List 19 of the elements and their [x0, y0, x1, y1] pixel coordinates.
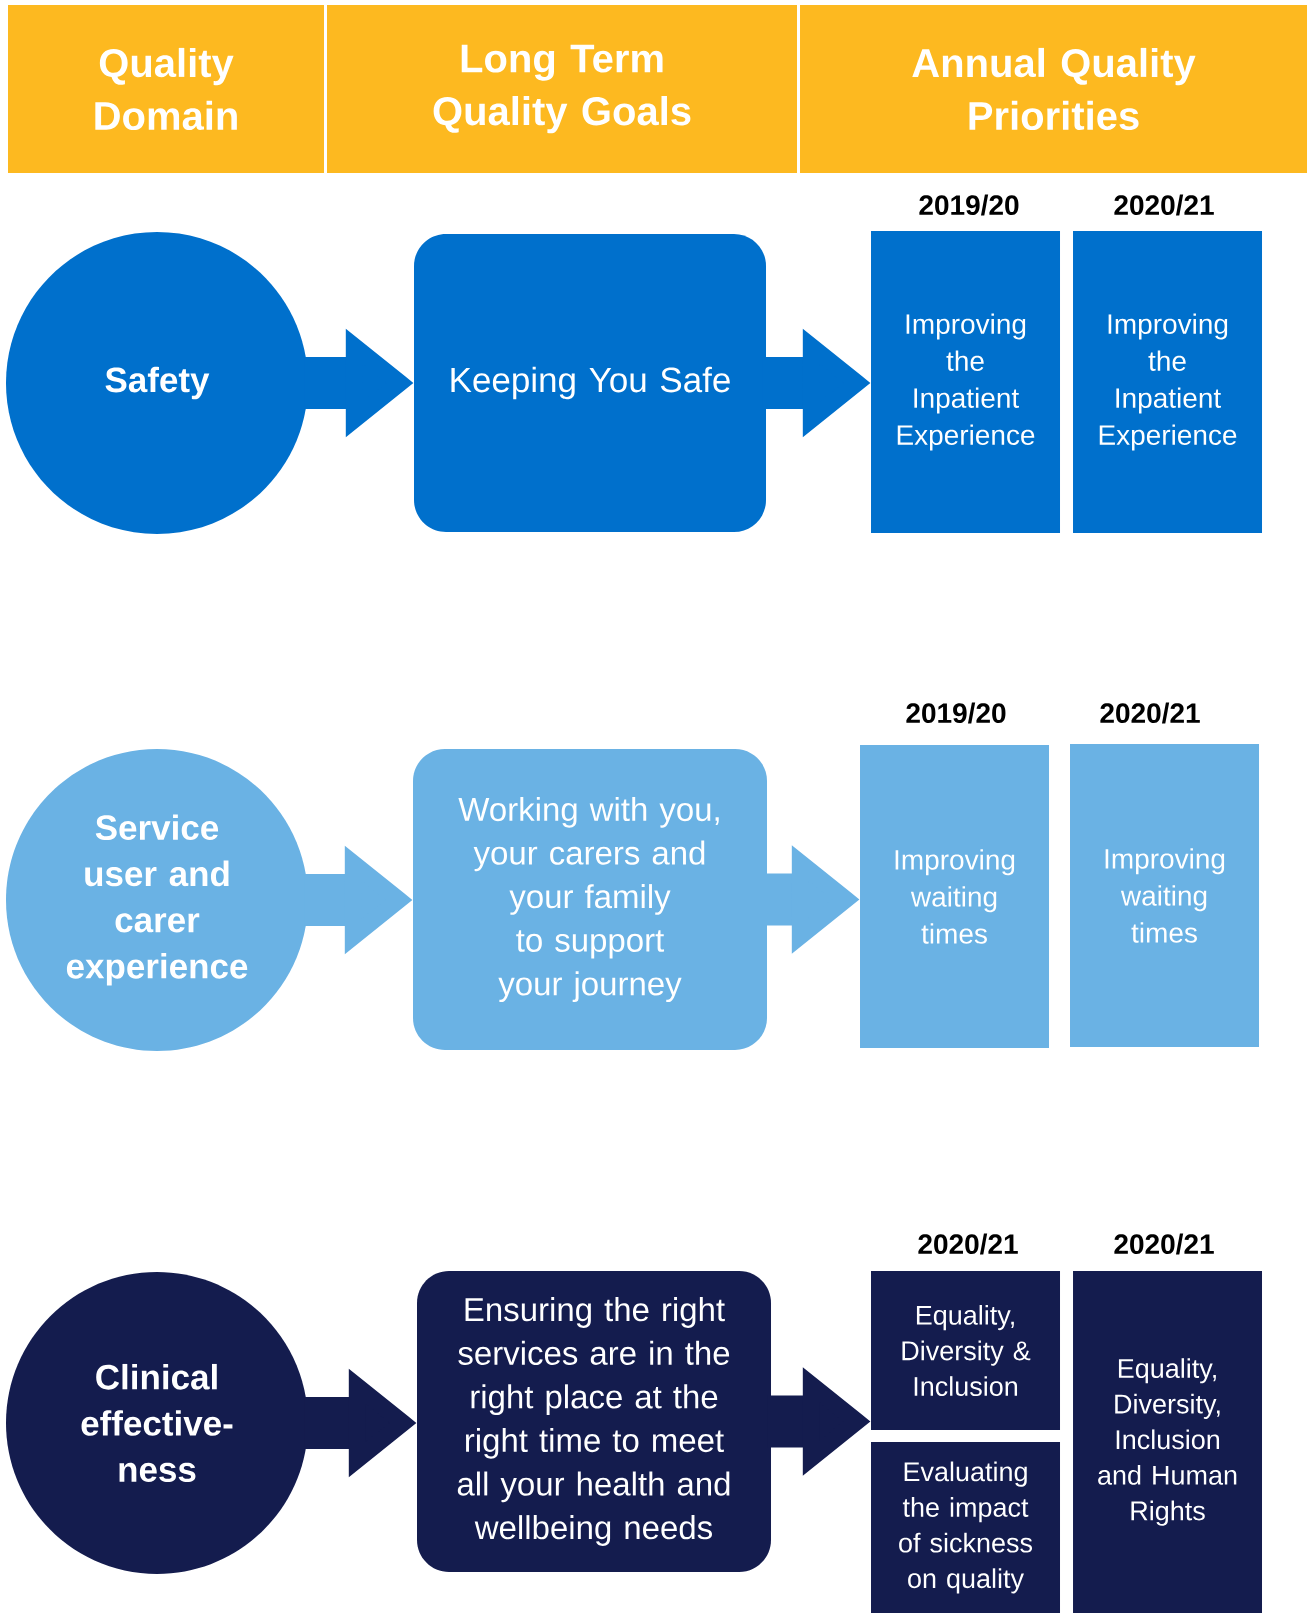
priority-box: Improving waiting times	[860, 745, 1049, 1048]
priority-box: Equality, Diversity, Inclusion and Human Rights	[1073, 1271, 1262, 1613]
goal-box: Keeping You Safe	[414, 234, 766, 532]
year-label: 2019/20	[906, 702, 1006, 724]
header-cell: Quality Domain	[8, 5, 324, 173]
year-label: 2020/21	[1114, 194, 1214, 216]
header-cell: Long Term Quality Goals	[327, 5, 797, 173]
priority-box: Improving the Inpatient Experience	[871, 231, 1060, 533]
year-label: 2020/21	[1100, 702, 1200, 724]
priority-box: Evaluating the impact of sickness on quality	[871, 1442, 1060, 1613]
priority-box: Improving the Inpatient Experience	[1073, 231, 1262, 533]
priority-box: Improving waiting times	[1070, 744, 1259, 1047]
year-label: 2020/21	[1114, 1233, 1214, 1255]
priority-box: Equality, Diversity & Inclusion	[871, 1271, 1060, 1430]
goal-box: Ensuring the right services are in the right place at the right time to meet all your health and wellbeing needs	[417, 1271, 771, 1572]
year-label: 2020/21	[918, 1233, 1018, 1255]
goal-box: Working with you, your carers and your family to support your journey	[413, 749, 767, 1050]
year-label: 2019/20	[919, 194, 1019, 216]
header-cell: Annual Quality Priorities	[800, 5, 1307, 173]
